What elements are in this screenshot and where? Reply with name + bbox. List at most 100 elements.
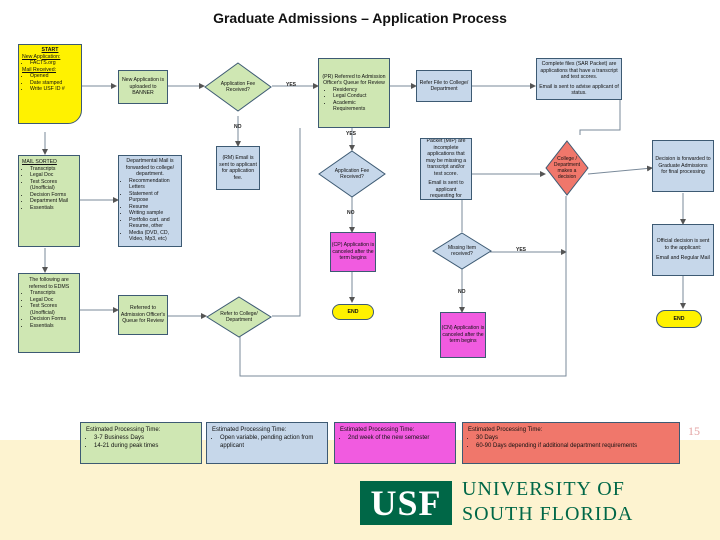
referred-ao-text: Referred to Admission Officer's Queue fo… [120, 305, 166, 325]
legend-green: Estimated Processing Time: 3-7 Business … [80, 422, 202, 464]
dept-item-5: Portfolio cart. and Resume, other [129, 217, 179, 230]
new-application-box: New Application is uploaded to BANNER [118, 70, 168, 104]
college-decision-text: College / Department makes a decision [553, 155, 581, 181]
end-box-2: END [656, 310, 702, 328]
edms-intro: The following are referred to EDMS [28, 277, 70, 290]
start-heading: START [41, 47, 59, 53]
dept-item-2: Statement of Purpose [129, 191, 179, 204]
cn-text: (CN) Application is canceled after the t… [441, 325, 485, 345]
edms-item-4: Decision Forms [30, 316, 76, 323]
missing-item-diamond: Missing Item received? [432, 232, 492, 270]
complete-email-text: Email is sent to advise applicant of sta… [539, 83, 619, 97]
pr-text: (PR) Referred to Admission Officer's Que… [322, 73, 386, 87]
rm-box: (RM) Email is sent to applicant for appl… [216, 146, 260, 190]
referred-ao-box: Referred to Admission Officer's Queue fo… [118, 295, 168, 335]
fee-received-text-1: Application Fee Received? [220, 80, 256, 93]
label-no-2: NO [347, 210, 355, 216]
refer-file-box: Refer File to College/ Department [416, 70, 472, 102]
diamond-shape [545, 140, 589, 196]
label-yes-3: YES [516, 247, 527, 253]
legend-blue-item-1: Open variable, pending action from appli… [220, 435, 322, 451]
dept-item-3: Resume [129, 204, 179, 211]
official-decision-box: Official decision is sent to the applica… [652, 224, 714, 276]
complete-files-box: Complete files (SAR Packet) are applicat… [536, 58, 622, 100]
rm-text: (RM) Email is sent to applicant for appl… [219, 155, 257, 181]
legend-red: Estimated Processing Time: 30 Days 60-90… [462, 422, 680, 464]
mail-item-4: Decision Forms [30, 192, 76, 199]
start-usf-id: Write USF ID # [30, 86, 78, 93]
legend-blue-title: Estimated Processing Time: [212, 427, 287, 433]
start-box: START New Application: FACTS.org Mail Re… [18, 44, 82, 124]
university-line-1: UNIVERSITY OF [462, 478, 625, 500]
pr-box: (PR) Referred to Admission Officer's Que… [318, 58, 390, 128]
edms-box: The following are referred to EDMS Trans… [18, 273, 80, 353]
decision-forwarded-box: Decision is forwarded to Graduate Admiss… [652, 140, 714, 192]
label-yes-1: YES [286, 82, 297, 88]
start-date: Date stamped [30, 80, 78, 87]
connector-lines [42, 83, 686, 377]
legend-green-item-1: 3-7 Business Days [94, 435, 196, 443]
legend-red-item-2: 60-90 Days depending if additional depar… [476, 443, 674, 451]
pr-item-1: Residency [333, 87, 387, 94]
fee-received-text-2: Application Fee Received? [334, 167, 370, 180]
end-box-1: END [332, 304, 374, 320]
missing-packet-box: Missing Item Packet (MIP) are incomplete… [420, 138, 472, 200]
college-decision-diamond: College / Department makes a decision [545, 140, 589, 196]
diamond-shape [318, 150, 386, 198]
legend-pink: Estimated Processing Time: 2nd week of t… [334, 422, 456, 464]
dept-item-1: Recommendation Letters [129, 178, 179, 191]
dept-mail-box: Departmental Mail is forwarded to colleg… [118, 155, 182, 247]
missing-email-text: Email is sent to applicant requesting fo… [428, 180, 464, 200]
refer-dept-diamond: Refer to College/ Department [206, 296, 272, 338]
refer-file-text: Refer File to College/ Department [419, 79, 469, 93]
end-text-1: END [347, 308, 359, 315]
missing-item-text: Missing Item received? [447, 244, 477, 257]
legend-green-item-2: 14-21 during peak times [94, 443, 196, 451]
page-number: 15 [688, 424, 700, 438]
label-yes-2: YES [346, 131, 357, 137]
diagram-title: Graduate Admissions – Application Proces… [213, 10, 507, 26]
pr-item-2: Legal Conduct [333, 93, 387, 100]
edms-item-1: Transcripts [30, 290, 76, 297]
start-facts: FACTS.org [30, 60, 78, 67]
usf-logo: USF [360, 481, 452, 525]
new-application-text: New Application is uploaded to BANNER [121, 77, 165, 97]
official-decision-text-2: Email and Regular Mail [656, 255, 710, 262]
edms-item-2: Legal Doc [30, 297, 76, 304]
start-opened: Opened [30, 73, 78, 80]
mail-item-2: Legal Doc [30, 172, 76, 179]
official-decision-text: Official decision is sent to the applica… [656, 238, 710, 251]
mail-item-5: Department Mail [30, 198, 76, 205]
university-line-2: SOUTH FLORIDA [462, 503, 634, 525]
start-mail-received: Mail Received: [22, 66, 57, 73]
fee-received-diamond-2: Application Fee Received? [318, 150, 386, 198]
fee-received-diamond-1: Application Fee Received? [204, 62, 272, 112]
mail-item-3: Test Scores (Unofficial) [30, 179, 76, 192]
dept-mail-text: Departmental Mail is forwarded to colleg… [125, 158, 175, 177]
edms-item-5: Essentials [30, 323, 76, 330]
pr-item-3: Academic Requirements [333, 100, 387, 113]
cp-box: (CP) Application is canceled after the t… [330, 232, 376, 272]
mail-item-6: Essentials [30, 205, 76, 212]
start-new-app: New Application: [22, 53, 61, 60]
legend-blue: Estimated Processing Time: Open variable… [206, 422, 328, 464]
dept-item-4: Writing sample [129, 210, 179, 217]
end-text-2: END [673, 315, 685, 322]
mail-sorted-box: MAIL SORTED Transcripts Legal Doc Test S… [18, 155, 80, 247]
edms-item-3: Test Scores (Unofficial) [30, 303, 76, 316]
refer-dept-text: Refer to College/ Department [220, 310, 258, 323]
dept-item-6: Media (DVD, CD, Video, Mp3, etc) [129, 230, 179, 243]
label-no-3: NO [458, 289, 466, 295]
legend-pink-title: Estimated Processing Time: [340, 427, 415, 433]
legend-red-title: Estimated Processing Time: [468, 427, 543, 433]
legend-pink-item-1: 2nd week of the new semester [348, 435, 450, 443]
legend-green-title: Estimated Processing Time: [86, 427, 161, 433]
cn-box: (CN) Application is canceled after the t… [440, 312, 486, 358]
mail-sorted-heading: MAIL SORTED [22, 159, 57, 165]
missing-packet-text: Missing Item Packet (MIP) are incomplete… [425, 138, 467, 177]
diamond-shape [206, 296, 272, 338]
label-no-1: NO [234, 124, 242, 130]
diamond-shape [432, 232, 492, 270]
decision-forwarded-text: Decision is forwarded to Graduate Admiss… [655, 156, 711, 176]
complete-files-text: Complete files (SAR Packet) are applicat… [540, 61, 618, 81]
